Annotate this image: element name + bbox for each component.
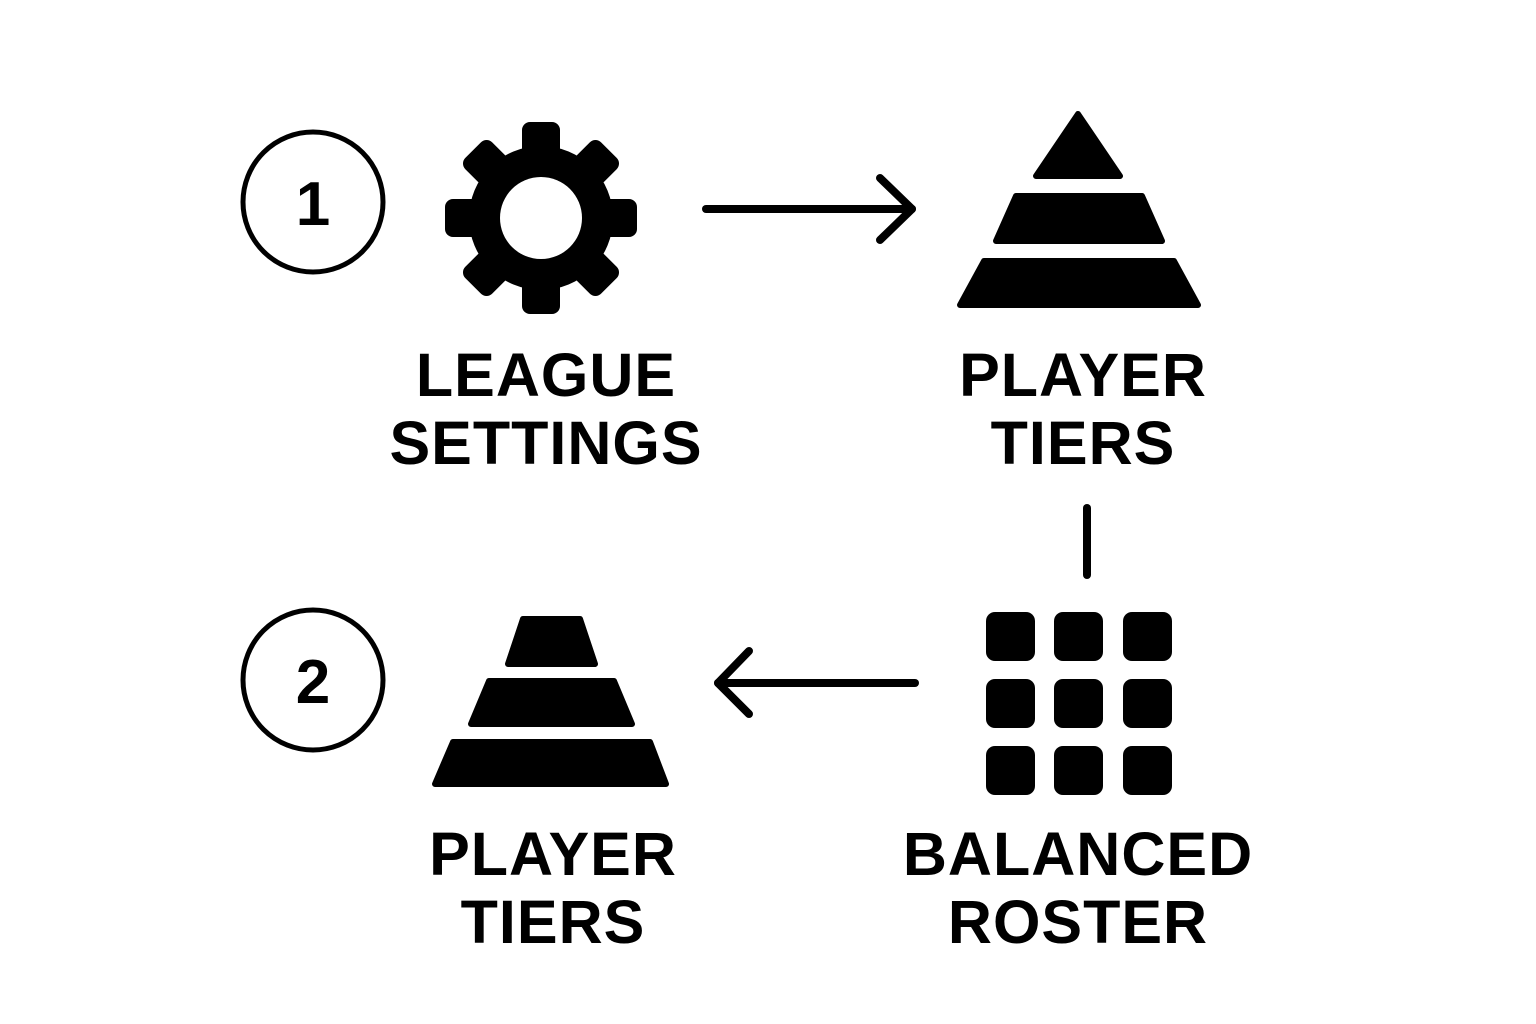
step-number-1: 1 xyxy=(296,170,330,239)
tiered-cone-icon xyxy=(432,616,669,787)
label-line: TIERS xyxy=(990,409,1176,477)
step-badge-2: 2 xyxy=(240,607,386,753)
label-line: TIERS xyxy=(460,888,646,956)
label-line: PLAYER xyxy=(959,341,1207,409)
arrow-right-icon xyxy=(702,174,916,244)
step-badge-1: 1 xyxy=(240,129,386,275)
label-league-settings: LEAGUE SETTINGS xyxy=(370,341,722,477)
label-line: BALANCED xyxy=(902,820,1254,888)
label-player-tiers-top: PLAYER TIERS xyxy=(920,341,1246,477)
arrow-left-icon xyxy=(714,647,919,718)
label-line: SETTINGS xyxy=(389,409,703,477)
label-balanced-roster: BALANCED ROSTER xyxy=(880,820,1276,956)
pyramid-icon xyxy=(957,111,1201,308)
grid-icon xyxy=(986,612,1172,795)
step-number-2: 2 xyxy=(296,648,330,717)
label-line: PLAYER xyxy=(429,820,677,888)
gear-icon xyxy=(445,122,637,314)
label-line: ROSTER xyxy=(947,888,1209,956)
label-line: LEAGUE xyxy=(415,341,677,409)
label-player-tiers-bottom: PLAYER TIERS xyxy=(390,820,716,956)
